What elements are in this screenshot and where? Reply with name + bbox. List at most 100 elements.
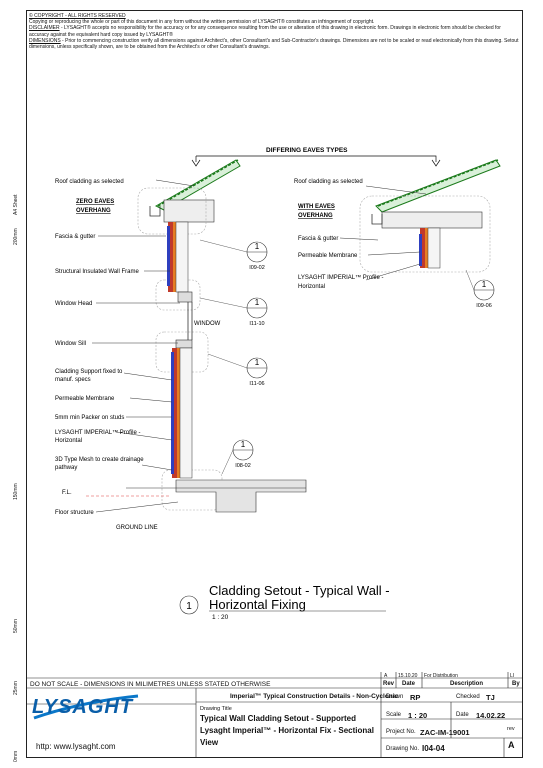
ref-num: 1 [241, 440, 246, 449]
ref-code: I08-02 [235, 463, 251, 469]
ref-num: 1 [482, 280, 487, 289]
copyright-text: Copying or reproducing the whole or part… [29, 19, 375, 26]
drawn-value: RP [410, 693, 421, 702]
rev-header-date: Date [402, 681, 416, 687]
profile-right-2: Horizontal [298, 284, 325, 290]
window-head-label: Window Head [55, 301, 92, 307]
ref-num: 1 [255, 242, 260, 251]
dimensions-text: - Prior to commencing construction verif… [29, 37, 519, 51]
drawn-label: Drawn [386, 694, 404, 700]
ref-code: I11-06 [249, 381, 264, 387]
title-block-lines [26, 672, 523, 758]
rev-row-by: LI [510, 673, 515, 679]
rev-header-by: By [512, 681, 520, 687]
rev-value: A [508, 740, 515, 750]
ref-bubble[interactable]: 1 I09-02 [199, 239, 268, 271]
permeable-right: Permeable Membrane [298, 253, 358, 259]
side-150mm: 150mm [13, 483, 19, 500]
rev-header-rev: Rev [383, 681, 395, 687]
scale-label: Scale [386, 712, 402, 718]
brand-name: LYSAGHT [32, 696, 134, 718]
drawing-title-3: View [200, 738, 219, 747]
project-title: Imperial™ Typical Construction Details -… [230, 693, 399, 700]
zero-eaves-1: ZERO EAVES [76, 199, 114, 205]
ref-num: 1 [255, 358, 260, 367]
profile-right-1: LYSAGHT IMPERIAL™ Profile - [298, 274, 383, 281]
view-title: 1 Cladding Setout - Typical Wall - Horiz… [179, 583, 390, 621]
right-detail [339, 159, 501, 281]
window-sill-label: Window Sill [55, 341, 86, 347]
website-link[interactable]: http: www.lysaght.com [36, 742, 116, 751]
view-title-1: Cladding Setout - Typical Wall - [209, 583, 390, 598]
with-eaves-1: WITH EAVES [298, 204, 335, 210]
rev-header-desc: Description [450, 681, 484, 687]
date-value: 14.02.22 [476, 711, 506, 720]
dimensions: DIMENSIONS - Prior to commencing constru… [29, 38, 519, 50]
project-no-value: ZAC-IM-19001 [420, 728, 470, 737]
lysaght-logo: LYSAGHT [30, 692, 140, 722]
side-25mm: 25mm [13, 681, 19, 695]
siwf-label: Structural Insulated Wall Frame [55, 269, 139, 275]
side-0mm: 0mm [13, 750, 19, 762]
side-200mm: 200mm [13, 228, 19, 245]
ground-line-label: GROUND LINE [116, 525, 158, 531]
drawing-no-value: I04-04 [422, 744, 445, 753]
permeable-left: Permeable Membrane [55, 396, 115, 402]
fl-label: F.L. [62, 490, 72, 496]
drawing-title-2: Lysaght Imperial™ - Horizontal Fix - Sec… [200, 726, 374, 735]
floor-structure-label: Floor structure [55, 510, 94, 516]
section-drawing: DIFFERING EAVES TYPES [55, 147, 501, 621]
disclaimer-text: - LYSAGHT® accepts no responsibility for… [29, 25, 501, 38]
disclaimer: DISCLAIMER - LYSAGHT® accepts no respons… [29, 25, 519, 37]
fascia-left: Fascia & gutter [55, 234, 95, 240]
ref-bubble[interactable]: 1 I08-02 [221, 439, 254, 475]
mesh-label-1: 3D Type Mesh to create drainage [55, 457, 144, 463]
checked-value: TJ [486, 693, 495, 702]
scale-note: DO NOT SCALE - DIMENSIONS IN MILIMETRES … [30, 681, 271, 688]
rev-row-rev: A [384, 673, 388, 679]
view-title-scale: 1 : 20 [212, 614, 229, 621]
rev-row-desc: For Distribution [424, 673, 458, 679]
ref-bubble[interactable]: 1 I11-06 [207, 353, 268, 387]
rev-row-date: 15.10.20 [398, 673, 418, 679]
ref-bubble[interactable]: 1 I11-10 [199, 297, 268, 327]
roof-cladding-left: Roof cladding as selected [55, 179, 124, 185]
drawing-title-1: Typical Wall Cladding Setout - Supported [200, 714, 356, 723]
logo-swoosh-icon [33, 694, 139, 720]
notes-block: © COPYRIGHT - ALL RIGHTS RESERVED Copyin… [29, 13, 519, 50]
zero-eaves-2: OVERHANG [76, 208, 111, 214]
drawing-no-label: Drawing No. [386, 746, 420, 752]
ref-code: I09-02 [249, 265, 265, 271]
packer-label: 5mm min Packer on studs [55, 415, 124, 421]
profile-left-1: LYSAGHT IMPERIAL™ Profile - [55, 429, 140, 436]
date-label: Date [456, 712, 469, 718]
view-title-number: 1 [186, 601, 192, 612]
ref-code: I11-10 [249, 321, 264, 327]
fascia-right: Fascia & gutter [298, 236, 338, 242]
disclaimer-title: DISCLAIMER [29, 25, 60, 32]
checked-label: Checked [456, 694, 480, 700]
left-detail [86, 159, 307, 513]
copyright-title: © COPYRIGHT - ALL RIGHTS RESERVED [29, 13, 126, 19]
support-label-2: manuf. specs [55, 377, 91, 383]
roof-cladding-right: Roof cladding as selected [294, 179, 363, 185]
side-50mm: 50mm [13, 619, 19, 633]
ref-bubble[interactable]: 1 I09-06 [465, 269, 495, 309]
support-label-1: Cladding Support fixed to [55, 369, 123, 375]
dimensions-title: DIMENSIONS [29, 37, 61, 44]
ref-num: 1 [255, 298, 260, 307]
project-no-label: Project No. [386, 729, 416, 735]
mesh-label-2: pathway [55, 465, 77, 471]
ref-code: I09-06 [476, 303, 492, 309]
window-label: WINDOW [194, 321, 221, 327]
eaves-bracket [191, 155, 441, 167]
sheet-frame [26, 10, 523, 758]
rev-label: rev [507, 726, 515, 732]
view-title-2: Horizontal Fixing [209, 597, 306, 612]
profile-left-2: Horizontal [55, 438, 82, 444]
side-sheet-label: A4 Sheet [13, 194, 19, 215]
with-eaves-2: OVERHANG [298, 213, 333, 219]
scale-value: 1 : 20 [408, 711, 428, 720]
differing-eaves-label: DIFFERING EAVES TYPES [266, 147, 348, 154]
